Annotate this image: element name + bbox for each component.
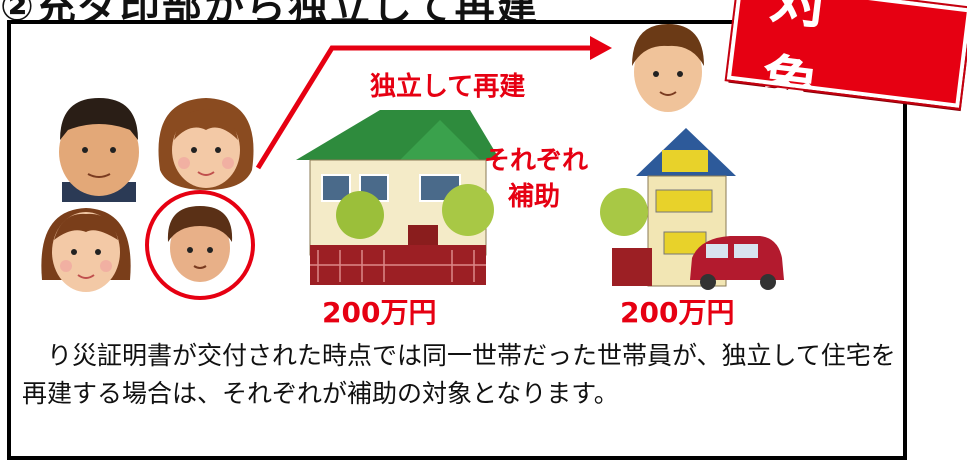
son-adult-icon <box>632 24 704 112</box>
stamp-label: 対 象 <box>756 0 863 126</box>
each-label: それぞれ <box>484 146 589 176</box>
target-stamp: 対 象 <box>724 0 967 125</box>
father-icon <box>59 98 139 202</box>
arrow-icon <box>255 36 612 170</box>
subsidy-label: 補助 <box>508 182 561 212</box>
daughter-icon <box>41 208 131 292</box>
amount-left: 200万円 <box>322 296 437 329</box>
independent-rebuild-label: 独立して再建 <box>370 72 526 102</box>
car-icon <box>690 236 784 290</box>
illustration <box>41 24 784 300</box>
son-icon <box>145 190 255 300</box>
large-house-icon <box>296 110 500 285</box>
small-house-icon <box>600 128 736 287</box>
description-text: り災証明書が交付された時点では同一世帯だった世帯員が、独立して住宅を再建する場合… <box>22 341 896 408</box>
amount-right: 200万円 <box>620 296 735 329</box>
mother-icon <box>158 98 254 190</box>
